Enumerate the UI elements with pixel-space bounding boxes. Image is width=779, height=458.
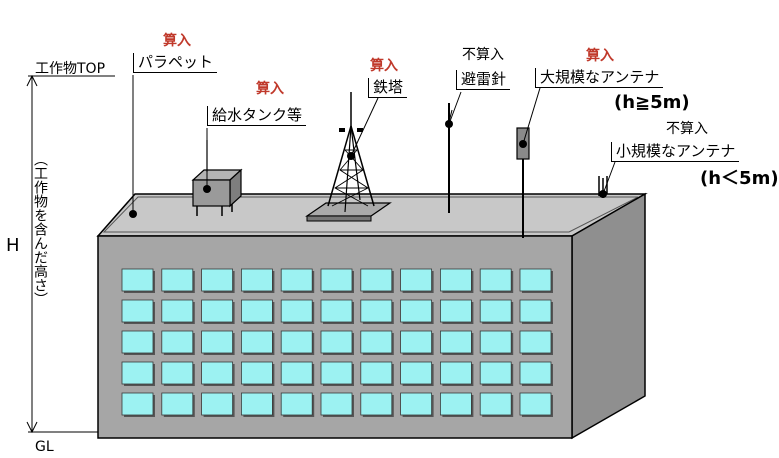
gl-label: GL <box>35 439 54 455</box>
window <box>439 392 472 416</box>
window <box>201 392 234 416</box>
window <box>400 361 433 385</box>
small-antenna-leader <box>602 161 616 195</box>
building-parapet-rim <box>102 196 639 233</box>
water-tank-status: 算入 <box>256 81 284 97</box>
window <box>280 330 313 354</box>
large-antenna-marker <box>519 140 527 148</box>
lightning-rod-status: 不算入 <box>462 47 504 63</box>
steel-tower-leader <box>350 97 379 157</box>
window <box>280 268 313 292</box>
window <box>360 299 393 323</box>
window <box>240 392 273 416</box>
window <box>201 330 234 354</box>
window <box>519 268 552 292</box>
height-note: （工作物を含んだ高さ） <box>32 152 48 306</box>
steel-tower-label: 鉄塔 <box>368 78 408 98</box>
water-tank-marker <box>203 185 211 193</box>
window <box>360 361 393 385</box>
window <box>280 392 313 416</box>
steel-tower <box>305 92 392 222</box>
window <box>439 268 472 292</box>
window <box>201 361 234 385</box>
small-antenna-status: 不算入 <box>666 121 708 137</box>
window <box>479 361 512 385</box>
window <box>519 299 552 323</box>
small-antenna-label: 小規模なアンテナ <box>611 142 740 162</box>
building-side-wall <box>571 192 646 440</box>
window <box>121 268 154 292</box>
window <box>320 392 353 416</box>
parapet-label: パラペット <box>133 53 218 73</box>
window-grid <box>121 268 553 417</box>
window <box>519 330 552 354</box>
window <box>479 299 512 323</box>
window <box>360 268 393 292</box>
window <box>121 299 154 323</box>
window <box>400 299 433 323</box>
window <box>161 392 194 416</box>
window <box>479 268 512 292</box>
window <box>360 330 393 354</box>
window <box>400 392 433 416</box>
small-antenna-marker <box>599 190 607 198</box>
window <box>519 361 552 385</box>
small-antenna-condition: (h＜5m) <box>700 168 779 189</box>
large-antenna-label: 大規模なアンテナ <box>535 68 664 88</box>
parapet-marker <box>129 210 137 218</box>
water-tank-label: 給水タンク等 <box>207 106 307 126</box>
window <box>479 392 512 416</box>
window <box>201 299 234 323</box>
large-antenna-condition: (h≧5m) <box>614 92 690 113</box>
window <box>121 392 154 416</box>
window <box>400 330 433 354</box>
large-antenna-status: 算入 <box>586 48 614 64</box>
window <box>519 392 552 416</box>
window <box>201 268 234 292</box>
window <box>121 361 154 385</box>
window <box>121 330 154 354</box>
parapet-status: 算入 <box>163 33 191 49</box>
window <box>240 299 273 323</box>
lightning-rod-leader <box>448 91 462 125</box>
window <box>161 361 194 385</box>
window <box>240 268 273 292</box>
lightning-rod-marker <box>445 120 453 128</box>
steel-tower-marker <box>347 152 355 160</box>
window <box>161 268 194 292</box>
steel-tower-status: 算入 <box>370 58 398 74</box>
window <box>240 330 273 354</box>
window <box>439 330 472 354</box>
top-label: 工作物TOP <box>35 61 106 77</box>
window <box>439 361 472 385</box>
window <box>240 361 273 385</box>
window <box>320 268 353 292</box>
window <box>479 330 512 354</box>
window <box>320 361 353 385</box>
large-antenna-leader <box>522 87 541 145</box>
window <box>320 330 353 354</box>
window <box>360 392 393 416</box>
lightning-rod-label: 避雷針 <box>456 70 511 90</box>
window <box>161 330 194 354</box>
window <box>400 268 433 292</box>
window <box>161 299 194 323</box>
height-label: H <box>6 235 20 256</box>
water-tank <box>191 140 243 216</box>
window <box>320 299 353 323</box>
window <box>280 299 313 323</box>
window <box>439 299 472 323</box>
window <box>280 361 313 385</box>
